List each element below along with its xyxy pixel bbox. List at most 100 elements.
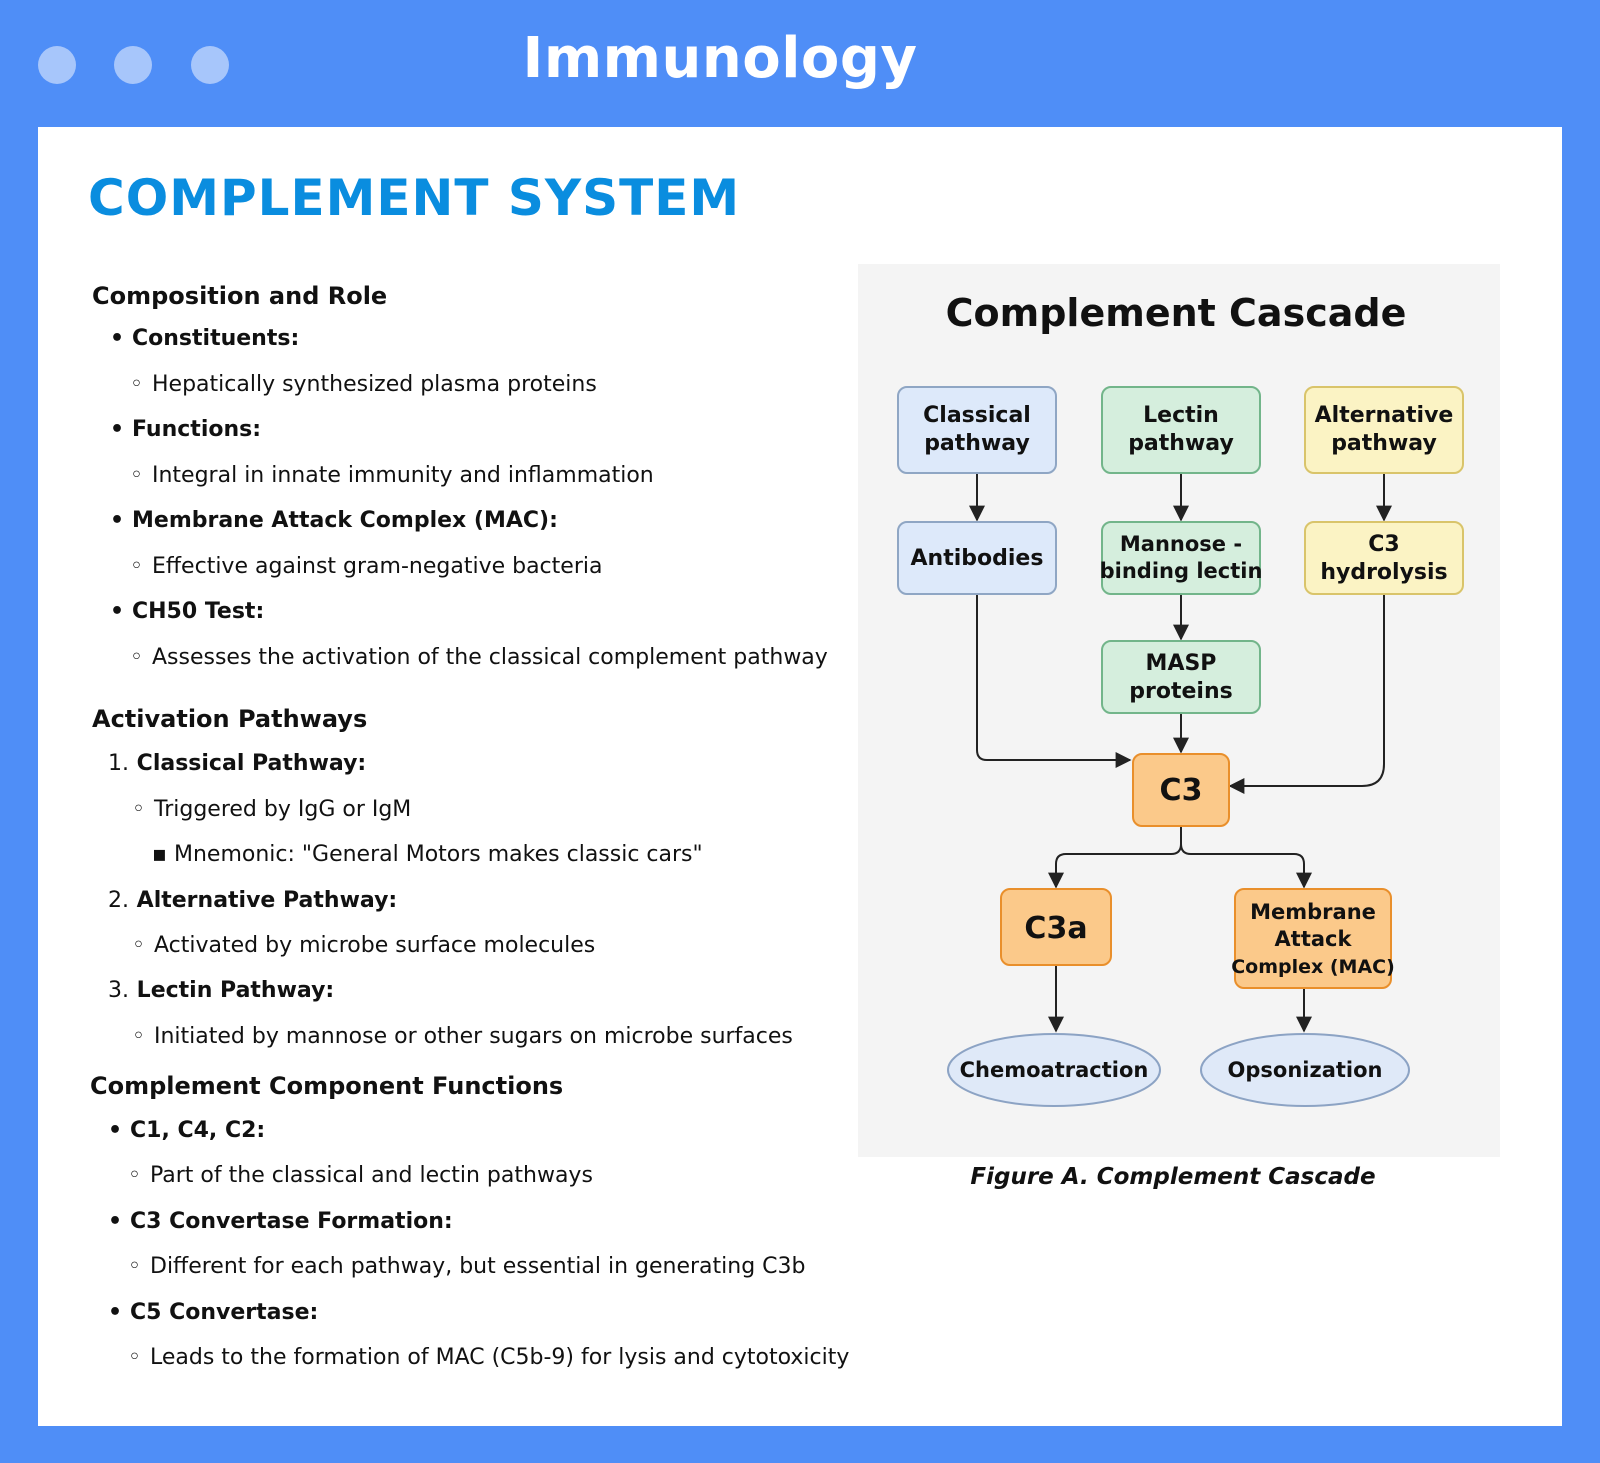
node-mannose-binding-lectin: Mannose - binding lectin: [1100, 521, 1263, 595]
item-number: 1.: [108, 751, 129, 776]
notes-column: Composition and Role Constituents: Hepat…: [38, 127, 858, 1426]
list-item-label: Membrane Attack Complex (MAC):: [132, 508, 558, 533]
node-label: proteins: [1129, 679, 1232, 704]
circle-bullet-icon: [130, 372, 152, 397]
circle-bullet-icon: [130, 554, 152, 579]
node-c3a: C3a: [1000, 888, 1112, 966]
diagram-title: Complement Cascade: [946, 291, 1407, 335]
node-label: Mannose -: [1120, 532, 1242, 556]
node-classical-pathway: Classical pathway: [897, 386, 1057, 474]
node-label: C3: [1160, 773, 1203, 808]
node-label: Complex (MAC): [1231, 956, 1395, 978]
window-minimize-dot[interactable]: [114, 46, 152, 84]
connectors: [969, 473, 1392, 1033]
bullet-icon: [108, 1209, 130, 1234]
node-label: binding lectin: [1100, 559, 1263, 583]
list-item: C1, C4, C2:: [108, 1118, 265, 1143]
sub-item-text: Part of the classical and lectin pathway…: [150, 1163, 593, 1188]
list-item-label: Functions:: [132, 417, 262, 442]
sub-item-text: Assesses the activation of the classical…: [152, 645, 828, 670]
bullet-icon: [110, 326, 132, 351]
list-item-label: C1, C4, C2:: [130, 1118, 266, 1143]
node-c3-hydrolysis: C3 hydrolysis: [1304, 521, 1464, 595]
content-panel: COMPLEMENT SYSTEM Composition and Role C…: [38, 127, 1562, 1426]
sub-sub-item: Mnemonic: "General Motors makes classic …: [152, 842, 703, 867]
node-label: Membrane: [1250, 900, 1376, 924]
circle-bullet-icon: [132, 797, 154, 822]
node-label: Lectin: [1143, 403, 1219, 428]
node-c3: C3: [1132, 753, 1230, 827]
list-item-label: Alternative Pathway:: [136, 888, 398, 913]
sub-item-text: Initiated by mannose or other sugars on …: [154, 1024, 793, 1049]
sub-sub-item-text: Mnemonic: "General Motors makes classic …: [174, 842, 703, 867]
node-label: Antibodies: [911, 546, 1044, 571]
edge-antibodies-c3: [976, 594, 1132, 768]
node-label: C3a: [1024, 911, 1087, 946]
sub-item-text: Integral in innate immunity and inflamma…: [152, 463, 654, 488]
edge-c3-mac: [1180, 843, 1312, 889]
list-item: Membrane Attack Complex (MAC):: [110, 508, 558, 533]
list-item: Constituents:: [110, 326, 299, 351]
list-item-label: Lectin Pathway:: [136, 978, 335, 1003]
item-number: 2.: [108, 888, 129, 913]
node-label: Classical: [923, 403, 1031, 428]
circle-bullet-icon: [130, 645, 152, 670]
node-antibodies: Antibodies: [897, 521, 1057, 595]
list-item-label: CH50 Test:: [132, 599, 265, 624]
circle-bullet-icon: [132, 1024, 154, 1049]
sub-item: Part of the classical and lectin pathway…: [128, 1163, 593, 1188]
cascade-diagram: Complement Cascade Classical: [897, 291, 1464, 1107]
item-number: 3.: [108, 978, 129, 1003]
circle-bullet-icon: [132, 933, 154, 958]
bullet-icon: [108, 1300, 130, 1325]
section-heading: Composition and Role: [92, 282, 388, 310]
sub-item: Assesses the activation of the classical…: [130, 645, 828, 670]
node-label: pathway: [1331, 431, 1437, 456]
bullet-icon: [110, 417, 132, 442]
window-maximize-dot[interactable]: [191, 46, 229, 84]
sub-item: Hepatically synthesized plasma proteins: [130, 372, 597, 397]
sub-item: Integral in innate immunity and inflamma…: [130, 463, 654, 488]
list-item-label: C3 Convertase Formation:: [130, 1209, 453, 1234]
bullet-icon: [108, 1118, 130, 1143]
circle-bullet-icon: [130, 463, 152, 488]
list-item: Functions:: [110, 417, 261, 442]
node-alternative-pathway: Alternative pathway: [1304, 386, 1464, 474]
list-item: CH50 Test:: [110, 599, 264, 624]
sub-item: Initiated by mannose or other sugars on …: [132, 1024, 793, 1049]
list-item: C3 Convertase Formation:: [108, 1209, 453, 1234]
node-label: C3: [1368, 532, 1399, 557]
sub-item: Activated by microbe surface molecules: [132, 933, 595, 958]
bullet-icon: [110, 508, 132, 533]
numbered-item: 3. Lectin Pathway:: [108, 978, 334, 1003]
node-chemoatraction: Chemoatraction: [947, 1033, 1161, 1107]
sub-item-text: Effective against gram-negative bacteria: [152, 554, 603, 579]
numbered-item: 2. Alternative Pathway:: [108, 888, 397, 913]
window-title: Immunology: [522, 26, 918, 91]
page-title: COMPLEMENT SYSTEM: [88, 169, 741, 227]
square-bullet-icon: [152, 842, 174, 867]
window-close-dot[interactable]: [38, 46, 76, 84]
node-opsonization: Opsonization: [1200, 1033, 1410, 1107]
node-label: hydrolysis: [1320, 560, 1447, 585]
node-label: pathway: [924, 431, 1030, 456]
circle-bullet-icon: [128, 1163, 150, 1188]
node-label: Opsonization: [1228, 1058, 1383, 1082]
sub-item-text: Triggered by IgG or IgM: [154, 797, 412, 822]
list-item-label: C5 Convertase:: [130, 1300, 319, 1325]
section-heading: Activation Pathways: [92, 705, 368, 733]
node-masp-proteins: MASP proteins: [1101, 640, 1261, 714]
sub-item-text: Activated by microbe surface molecules: [154, 933, 596, 958]
section-heading: Complement Component Functions: [90, 1072, 564, 1100]
node-label: MASP: [1146, 651, 1217, 676]
sub-item-text: Leads to the formation of MAC (C5b-9) fo…: [150, 1345, 850, 1370]
circle-bullet-icon: [128, 1254, 150, 1279]
circle-bullet-icon: [128, 1345, 150, 1370]
list-item: C5 Convertase:: [108, 1300, 318, 1325]
node-label: Attack: [1275, 927, 1353, 951]
edge-c3hydrolysis-c3: [1228, 594, 1385, 794]
window-titlebar: Immunology: [0, 0, 1600, 127]
list-item-label: Classical Pathway:: [136, 751, 367, 776]
sub-item: Triggered by IgG or IgM: [132, 797, 411, 822]
node-label: pathway: [1128, 431, 1234, 456]
